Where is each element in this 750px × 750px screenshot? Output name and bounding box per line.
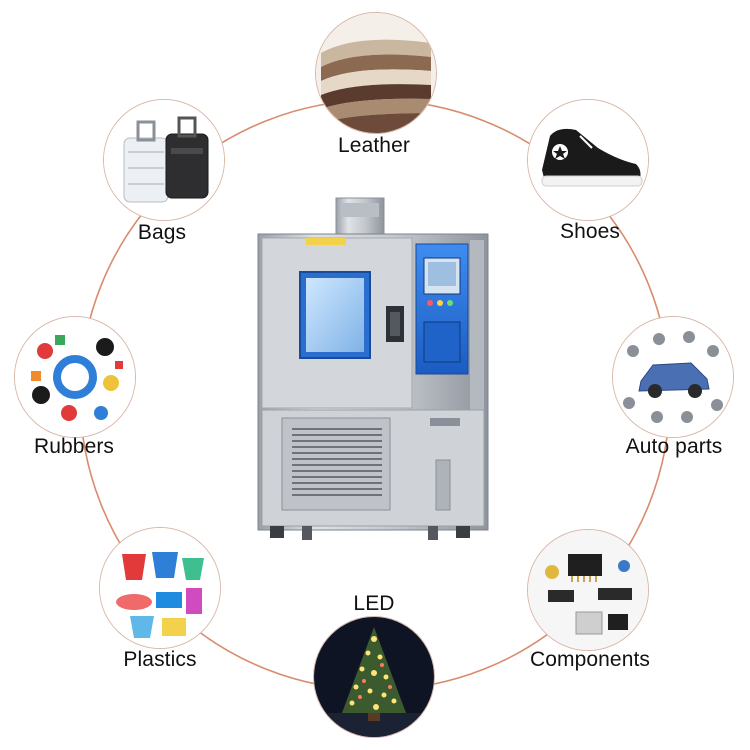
car-parts-icon xyxy=(613,317,733,437)
thumb-shoes xyxy=(528,100,648,220)
rubber-parts-icon xyxy=(15,317,135,437)
thumb-components xyxy=(528,530,648,650)
label-led: LED xyxy=(353,592,395,615)
thumb-plastics xyxy=(100,528,220,648)
plastic-buckets-icon xyxy=(100,528,220,648)
electronic-components-icon xyxy=(528,530,648,650)
thumb-bags xyxy=(104,100,224,220)
thumb-rubbers xyxy=(15,317,135,437)
thumb-auto-parts xyxy=(613,317,733,437)
thumb-leather xyxy=(316,13,436,133)
label-shoes: Shoes xyxy=(559,220,621,243)
label-plastics: Plastics xyxy=(123,648,197,671)
label-rubbers: Rubbers xyxy=(33,435,115,458)
label-auto-parts: Auto parts xyxy=(625,435,723,458)
label-bags: Bags xyxy=(137,221,187,244)
label-leather: Leather xyxy=(338,134,410,157)
suitcase-icon xyxy=(104,100,224,220)
leather-swatches-icon xyxy=(316,13,436,133)
thumb-led xyxy=(314,617,434,737)
sneaker-icon xyxy=(528,100,648,220)
led-tree-icon xyxy=(314,617,434,737)
label-components: Components xyxy=(529,648,651,671)
